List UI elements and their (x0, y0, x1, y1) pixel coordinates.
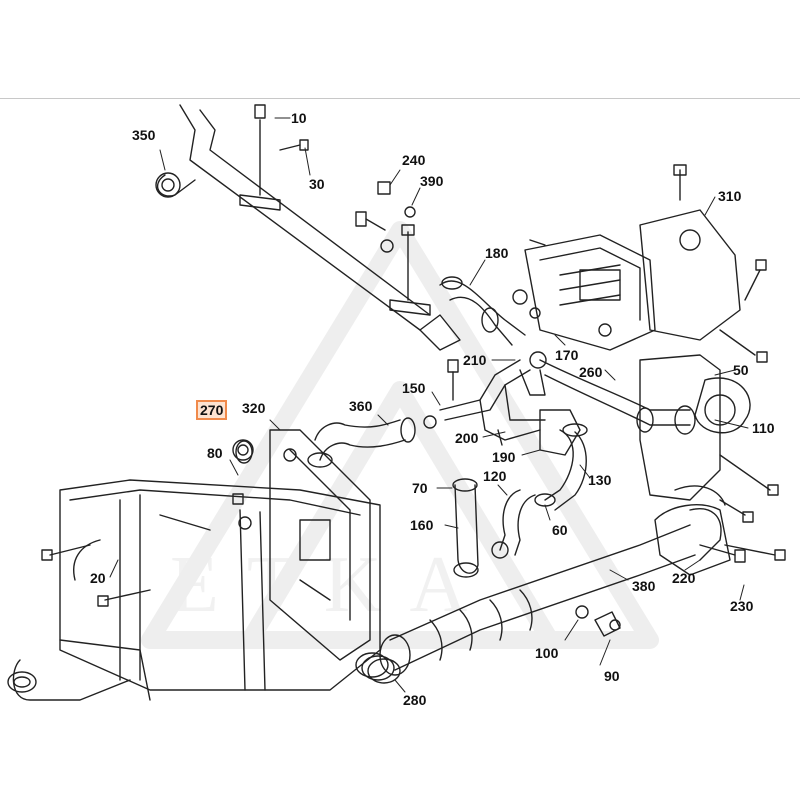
gasket-270 (235, 440, 253, 464)
callout-130[interactable]: 130 (588, 472, 612, 488)
callout-80[interactable]: 80 (207, 445, 223, 461)
bolts-left (41, 544, 151, 607)
callout-220[interactable]: 220 (672, 570, 696, 586)
callout-60[interactable]: 60 (552, 522, 568, 538)
callout-280[interactable]: 280 (403, 692, 427, 708)
callout-190[interactable]: 190 (492, 449, 516, 465)
callout-230[interactable]: 230 (730, 598, 754, 614)
hose-160 (452, 478, 479, 578)
callout-160[interactable]: 160 (410, 517, 434, 533)
hose-180 (439, 276, 541, 346)
hose-120 (491, 489, 536, 559)
clamp-280 (355, 652, 401, 684)
bolts-240-390 (355, 181, 431, 316)
diagram-frame-top-border (0, 98, 800, 99)
module-170 (524, 234, 656, 351)
heat-exchanger (59, 429, 381, 691)
bracket-310 (639, 164, 768, 363)
callout-50[interactable]: 50 (733, 362, 749, 378)
washer-bolt-90 (575, 605, 621, 637)
pipe-260 (539, 359, 696, 435)
callout-350[interactable]: 350 (132, 127, 156, 143)
callout-310[interactable]: 310 (718, 188, 742, 204)
callout-30[interactable]: 30 (309, 176, 325, 192)
callout-200[interactable]: 200 (455, 430, 479, 446)
bolts-220-230 (699, 454, 786, 563)
callout-240[interactable]: 240 (402, 152, 426, 168)
callout-210[interactable]: 210 (463, 352, 487, 368)
watermark: ETKA (170, 541, 496, 629)
callout-90[interactable]: 90 (604, 668, 620, 684)
hose-190-130 (534, 423, 588, 511)
callout-20[interactable]: 20 (90, 570, 106, 586)
callout-360[interactable]: 360 (349, 398, 373, 414)
bracket-top (239, 104, 309, 211)
callout-110[interactable]: 110 (752, 420, 775, 436)
pipes-200-210 (423, 351, 581, 456)
leader-lines (109, 117, 749, 693)
callout-260[interactable]: 260 (579, 364, 603, 380)
callout-380[interactable]: 380 (632, 578, 656, 594)
callout-270[interactable]: 270 (196, 400, 228, 420)
pipe-350 (155, 104, 461, 351)
callout-70[interactable]: 70 (412, 480, 428, 496)
callout-320[interactable]: 320 (242, 400, 266, 416)
callout-180[interactable]: 180 (485, 245, 509, 261)
callout-100[interactable]: 100 (535, 645, 559, 661)
callout-170[interactable]: 170 (555, 347, 579, 363)
pipe-380 (379, 485, 726, 676)
watermark-triangle (141, 221, 659, 649)
callout-120[interactable]: 120 (483, 468, 507, 484)
callout-150[interactable]: 150 (402, 380, 426, 396)
callout-10[interactable]: 10 (291, 110, 307, 126)
lower-manifold (7, 639, 151, 701)
callout-390[interactable]: 390 (420, 173, 444, 189)
egr-cooler-50 (639, 354, 751, 576)
